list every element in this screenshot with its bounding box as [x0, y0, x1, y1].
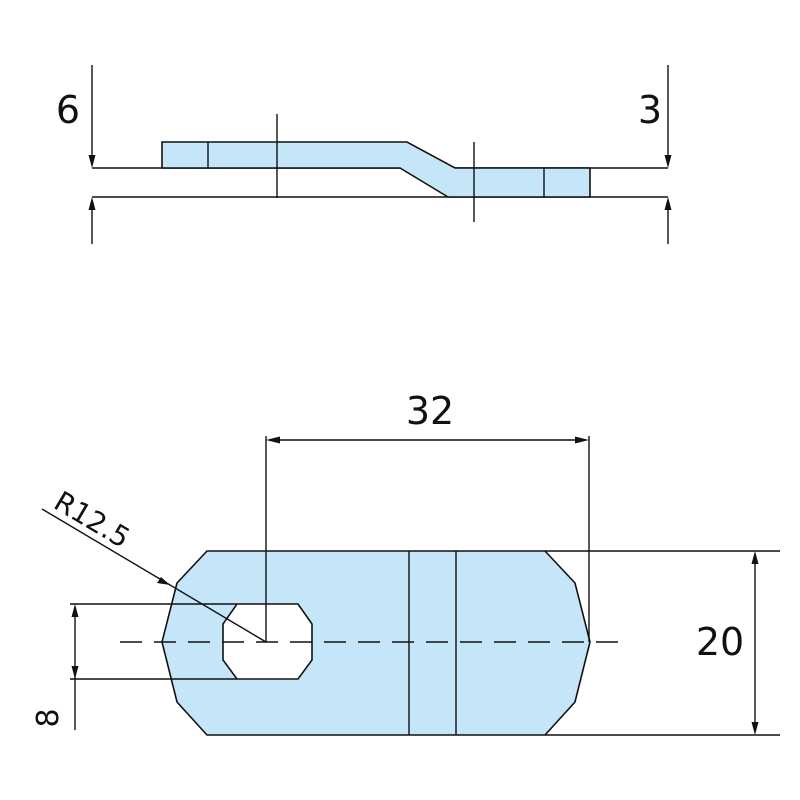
dim-8-arrow-top [71, 604, 79, 617]
dim-32-arrow-right [575, 436, 589, 444]
dim-r12-5-leader-line [41, 508, 267, 643]
dim-6-arrow-top [88, 155, 96, 168]
dim-32-arrow-left [266, 436, 280, 444]
dim-3-arrow-top [664, 155, 672, 168]
side-view-part-profile [161, 141, 591, 198]
dim-8-label: 8 [31, 708, 66, 727]
dim-20-arrow-top [751, 551, 759, 564]
dim-20-arrow-bottom [751, 722, 759, 735]
top-view: 32 R12.5 20 8 [31, 389, 780, 736]
dim-3-label: 3 [638, 88, 662, 132]
dim-r12-5-arrow [157, 577, 170, 585]
top-view-part-outline [161, 550, 591, 736]
dim-8-arrow-bottom [71, 666, 79, 679]
dim-32-label: 32 [406, 389, 454, 433]
dim-6-label: 6 [56, 88, 80, 132]
side-view: 6 3 [56, 65, 672, 244]
dim-20-label: 20 [696, 620, 744, 664]
dim-r12-5-label: R12.5 [48, 485, 135, 555]
dim-3-arrow-bottom [664, 197, 672, 210]
dim-6-arrow-bottom [88, 197, 96, 210]
